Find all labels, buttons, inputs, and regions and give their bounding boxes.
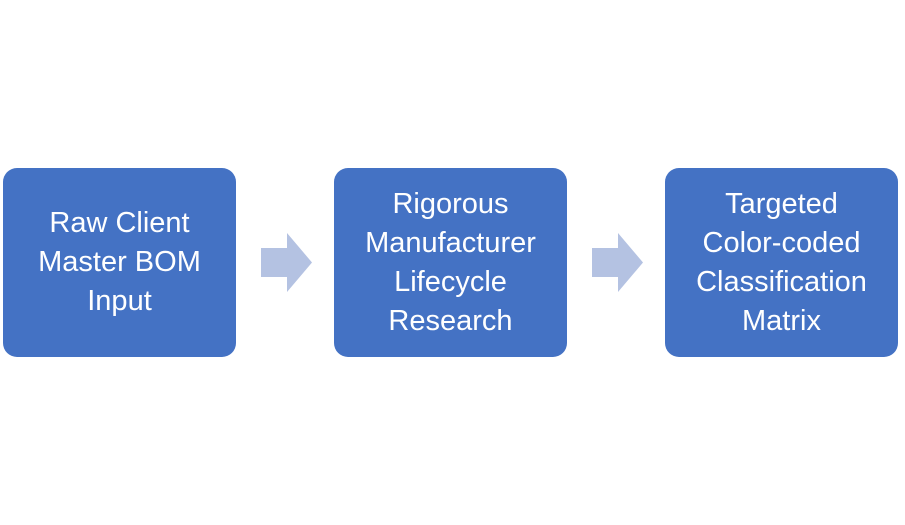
- step-label-line: Research: [388, 304, 513, 337]
- step-label-line: Input: [87, 285, 152, 317]
- right-arrow-icon: [592, 233, 643, 292]
- right-arrow-icon: [261, 233, 312, 292]
- step-label-line: Lifecycle: [394, 265, 507, 298]
- step-label-line: Manufacturer: [365, 226, 536, 259]
- process-step-rigorous-manufacturer-lifecycle-research: Rigorous Manufacturer Lifecycle Research: [334, 168, 567, 357]
- step-label-line: Targeted: [725, 187, 838, 220]
- step-label-line: Color-coded: [702, 226, 861, 259]
- step-label-line: Rigorous: [392, 187, 509, 220]
- process-step-raw-client-master-bom-input: Raw Client Master BOM Input: [3, 168, 236, 357]
- step-label-line: Raw Client: [49, 207, 190, 239]
- process-step-label: Raw Client Master BOM Input: [38, 204, 201, 321]
- step-label-line: Matrix: [742, 304, 821, 337]
- step-label-line: Master BOM: [38, 246, 201, 278]
- process-step-targeted-color-coded-classification-matrix: Targeted Color-coded Classification Matr…: [665, 168, 898, 357]
- process-step-label: Targeted Color-coded Classification Matr…: [696, 185, 867, 341]
- process-step-label: Rigorous Manufacturer Lifecycle Research: [365, 185, 536, 341]
- step-label-line: Classification: [696, 265, 867, 298]
